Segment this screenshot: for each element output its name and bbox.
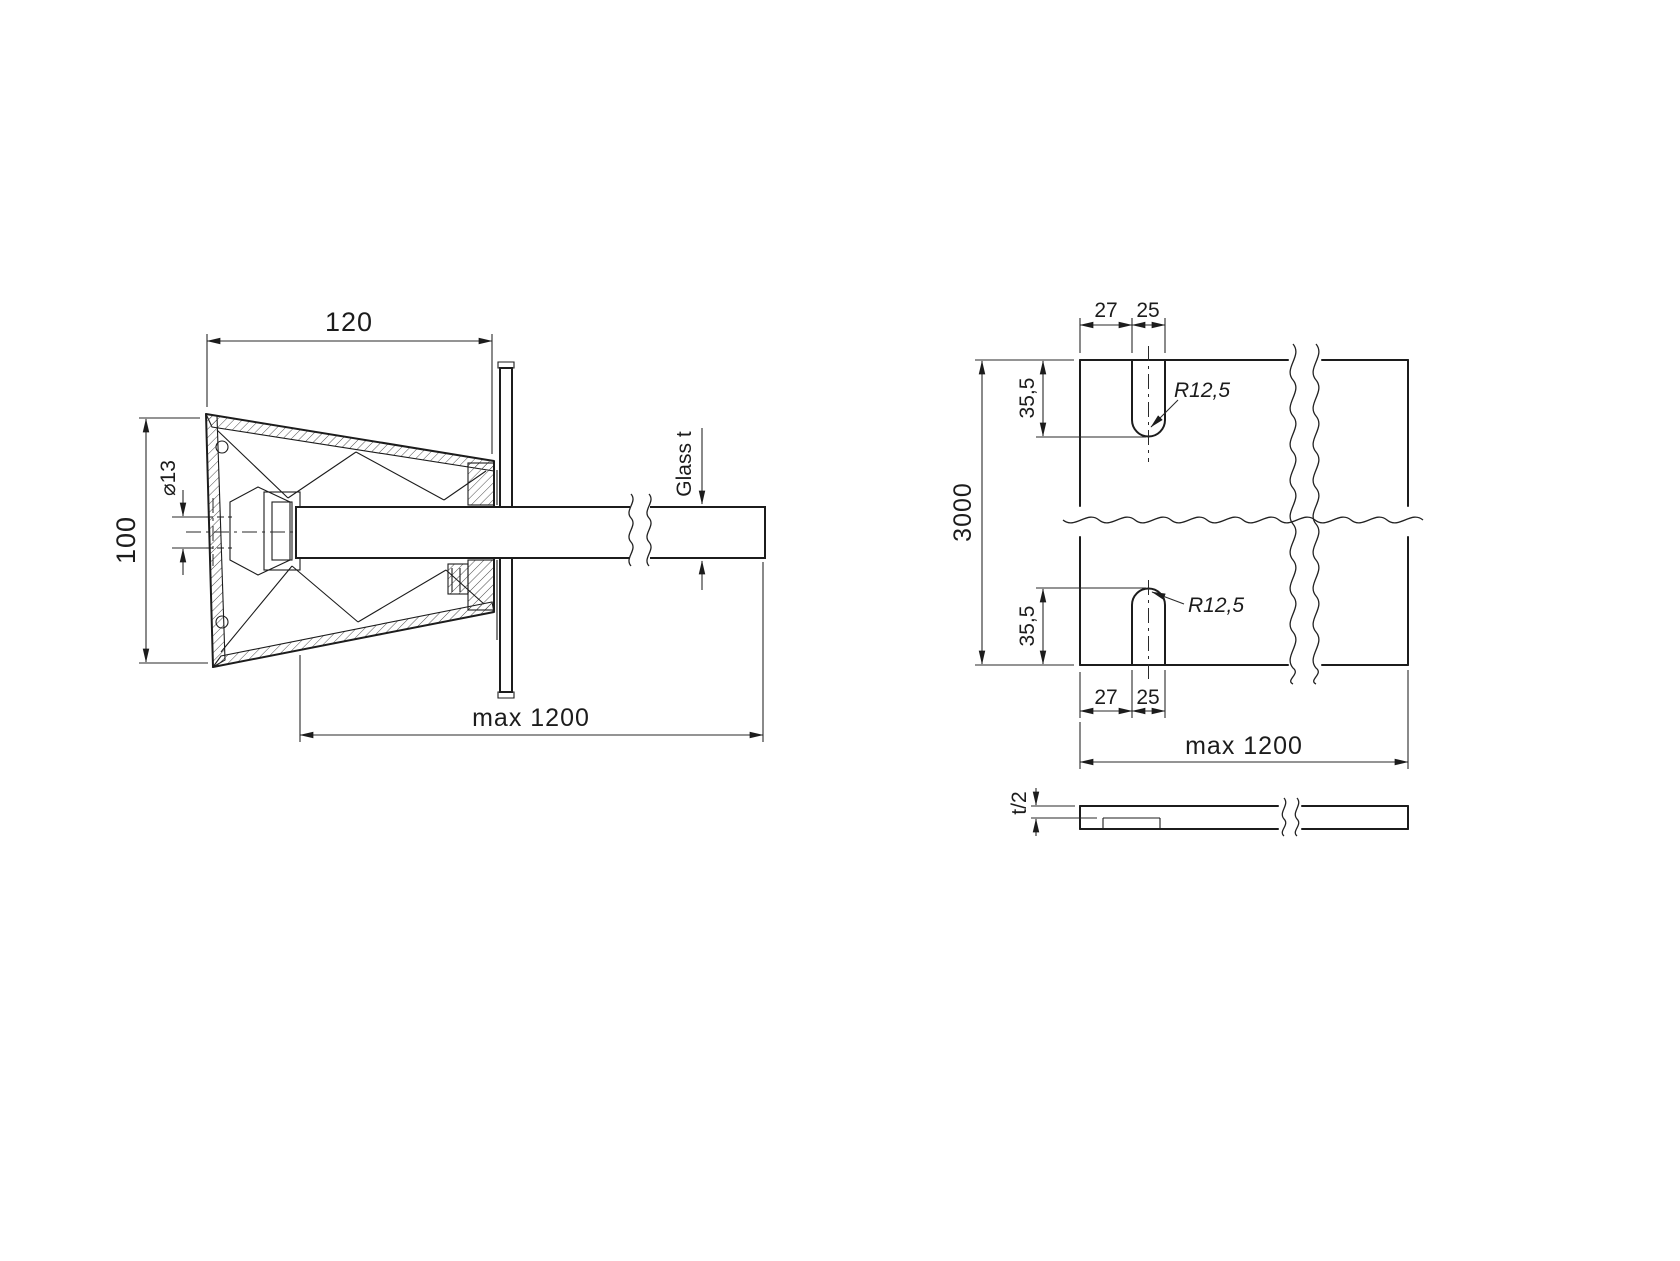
panel-break-lines <box>1062 343 1424 685</box>
dim-27-bottom: 27 <box>1094 686 1117 709</box>
panel-outline <box>1079 359 1409 666</box>
dim-3000: 3000 <box>949 482 977 542</box>
edge-dimensions: t/2 <box>1008 788 1097 836</box>
break-line <box>646 493 652 567</box>
edge-view: t/2 <box>1008 788 1409 837</box>
dim-35-5-bottom: 35,5 <box>1016 606 1039 647</box>
edge-outline <box>1079 805 1409 830</box>
dim-100: 100 <box>111 516 141 564</box>
dim-max-1200-section: max 1200 <box>472 704 590 732</box>
profile-outline <box>205 413 495 668</box>
glass-thickness-label: Glass t <box>673 431 696 497</box>
section-view: 120 100 ⌀13 Glass t max 1200 <box>111 307 766 742</box>
break-line <box>628 493 634 567</box>
dim-27-top: 27 <box>1094 299 1117 322</box>
panel-slots <box>1131 346 1166 680</box>
mounting-plate <box>496 361 515 699</box>
dim-25-top: 25 <box>1136 299 1159 322</box>
dim-t-half: t/2 <box>1008 791 1031 814</box>
dim-max-1200-front: max 1200 <box>1185 732 1303 760</box>
dim-120: 120 <box>325 307 373 337</box>
front-view: 27 25 35,5 R12,5 3000 35,5 R12,5 <box>949 299 1424 769</box>
glass-panel-section <box>295 493 766 567</box>
radius-12-5-bottom: R12,5 <box>1188 594 1244 617</box>
hole-centerline <box>186 498 300 566</box>
radius-12-5-top: R12,5 <box>1174 379 1230 402</box>
dim-25-bottom: 25 <box>1136 686 1159 709</box>
front-dimensions: 27 25 35,5 R12,5 3000 35,5 R12,5 <box>949 299 1409 769</box>
dim-35-5-top: 35,5 <box>1016 378 1039 419</box>
edge-break-lines <box>1281 797 1300 837</box>
dim-hole-diameter: ⌀13 <box>157 460 180 496</box>
section-dimensions: 120 100 ⌀13 Glass t max 1200 <box>111 307 764 742</box>
